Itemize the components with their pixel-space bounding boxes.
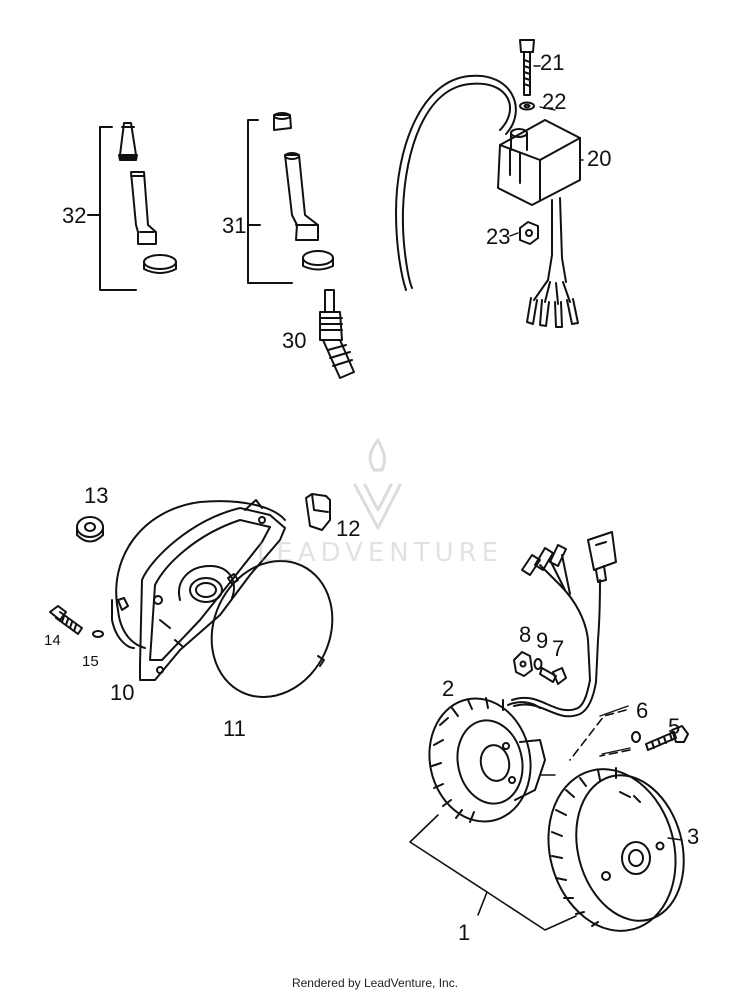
callout-21: 21: [540, 50, 565, 75]
screw-14: [49, 605, 104, 638]
callout-22: 22: [542, 89, 567, 114]
callout-3: 3: [687, 824, 700, 849]
callout-20: 20: [587, 146, 612, 171]
watermark-text: LEADVENTURE: [256, 538, 504, 568]
callout-11: 11: [223, 716, 246, 741]
washer-9: [533, 658, 543, 670]
alignment-lines: [569, 709, 631, 761]
callout-14: 14: [44, 632, 61, 649]
clip-12: [305, 493, 331, 531]
gasket-11: [210, 559, 334, 699]
leader-lines: [509, 65, 683, 841]
callout-1: 1: [458, 920, 471, 945]
callout-32: 32: [62, 203, 87, 228]
screw-5: [645, 725, 689, 751]
callout-6: 6: [636, 698, 649, 723]
stator-2: [428, 531, 617, 823]
callout-10: 10: [110, 680, 135, 705]
bracket-5-6: [599, 705, 631, 755]
ignition-cover-10: [111, 499, 286, 681]
callout-5: 5: [668, 714, 681, 739]
callout-13: 13: [84, 483, 109, 508]
spark-plug-boot-32: [87, 122, 177, 291]
callout-15: 15: [82, 653, 99, 670]
clip-8: [513, 651, 533, 677]
callout-9: 9: [536, 628, 549, 653]
callout-30: 30: [282, 328, 307, 353]
watermark-logo: [353, 438, 402, 530]
spark-plug-cap-31: [247, 112, 334, 284]
ignition-coil-20: [395, 39, 581, 328]
assembly-bracket-1: [409, 814, 577, 931]
callout-8: 8: [519, 622, 532, 647]
callout-12: 12: [336, 516, 361, 541]
washer-6: [631, 731, 641, 743]
spark-plug-30: [319, 289, 355, 379]
callout-23: 23: [486, 224, 511, 249]
footer-credit: Rendered by LeadVenture, Inc.: [291, 976, 459, 990]
callout-7: 7: [552, 636, 565, 661]
nut-13: [76, 516, 104, 543]
callout-31: 31: [222, 213, 247, 238]
rotor-3: [547, 767, 685, 932]
screw-7: [539, 667, 567, 685]
callout-2: 2: [442, 676, 455, 701]
